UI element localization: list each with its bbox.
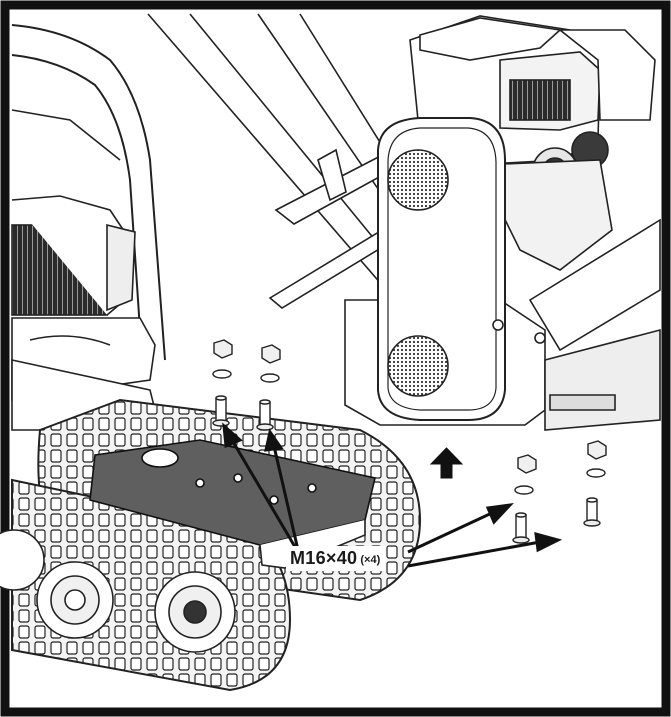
bolt-size-label: M16×40 <box>290 548 358 568</box>
nut <box>517 454 537 474</box>
pointer-arrow-icon <box>407 510 495 554</box>
bolt <box>583 497 601 527</box>
nut <box>261 344 281 364</box>
up-arrow-icon <box>429 447 464 479</box>
pointer-arrow-icon <box>230 439 300 553</box>
bolt-quantity-label: (×4) <box>360 554 381 566</box>
fastener-set-left <box>212 339 281 431</box>
pointer-arrow-icon <box>272 445 300 551</box>
pointer-arrow-icon <box>407 540 541 568</box>
nut <box>213 339 233 359</box>
bolt <box>256 399 274 431</box>
bolt-spec-callout: M16×40(×4) <box>286 546 387 571</box>
washer <box>514 485 534 495</box>
chipper-assembly <box>147 13 661 431</box>
washer <box>260 373 280 383</box>
fastener-set-right <box>512 440 607 544</box>
pointer-arrows <box>222 422 563 568</box>
bolt <box>212 395 230 427</box>
bolt <box>512 512 530 544</box>
nut <box>587 440 607 460</box>
track-carrier <box>0 24 422 692</box>
washer <box>212 369 232 379</box>
washer <box>586 468 606 478</box>
